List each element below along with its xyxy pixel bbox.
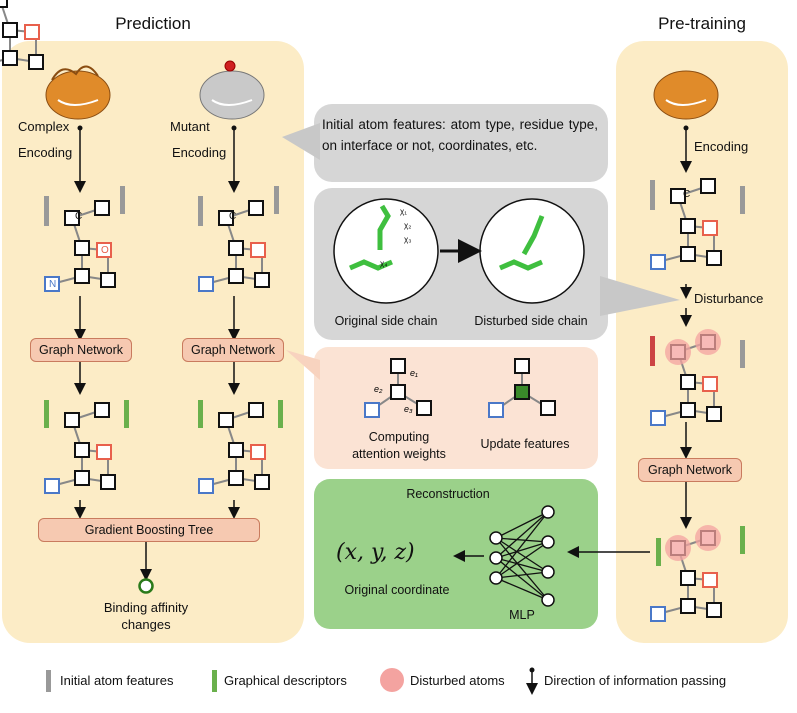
legend-direction-icon xyxy=(529,667,535,673)
encoding-right: Encoding xyxy=(172,145,227,160)
legend-graphical-icon xyxy=(212,670,217,692)
node-n: N xyxy=(49,279,57,290)
node-o: O xyxy=(101,245,109,256)
disturbed-atom-icon xyxy=(665,339,691,365)
complex-label: Complex xyxy=(18,119,70,134)
disturbed-atom-icon xyxy=(665,535,691,561)
initial-feature-bars-icon xyxy=(44,180,745,368)
edge-label: e₂ xyxy=(374,384,383,394)
gbt-box: Gradient Boosting Tree xyxy=(38,518,260,542)
graph-network-pretrain-box: Graph Network xyxy=(638,458,742,482)
callout-wedge-features xyxy=(282,123,320,160)
mutant-label: Mutant xyxy=(170,119,210,134)
output-label-line2: changes xyxy=(121,617,171,632)
callout-wedge-disturbance xyxy=(600,276,680,316)
disturbed-side-chain-icon xyxy=(479,198,585,304)
edge-label: e₃ xyxy=(404,404,413,414)
mlp-label: MLP xyxy=(509,608,535,622)
legend-initial-label: Initial atom features xyxy=(60,673,174,688)
legend-disturbed-label: Disturbed atoms xyxy=(410,673,505,688)
title-prediction: Prediction xyxy=(115,14,191,33)
chi-label: χ₂ xyxy=(404,221,411,230)
disturbed-atom-icon xyxy=(695,525,721,551)
computing-label-line1: Computing xyxy=(368,430,430,444)
graphical-descriptor-bars-icon xyxy=(44,400,745,566)
title-pretraining: Pre-training xyxy=(658,14,746,33)
pretrain-encoding: Encoding xyxy=(694,139,749,154)
legend-initial-icon xyxy=(46,670,51,692)
output-label-line1: Binding affinity xyxy=(103,600,189,615)
mutant-protein-icon xyxy=(199,60,265,120)
chi-label: χ₁ xyxy=(400,207,407,216)
reconstruction-label: Reconstruction xyxy=(406,487,490,501)
molecule-graph-icon xyxy=(0,0,44,70)
original-side-chain-label: Original side chain xyxy=(334,314,438,328)
flow-arrows xyxy=(74,128,692,581)
complex-protein-icon xyxy=(45,65,111,120)
node-c: C xyxy=(683,189,691,200)
legend-disturbed-icon xyxy=(380,668,404,692)
disturbed-side-chain-label: Disturbed side chain xyxy=(474,314,588,328)
computing-label-line2: attention weights xyxy=(352,447,446,461)
legend-graphical-label: Graphical descriptors xyxy=(224,673,347,688)
graph-network-left-box: Graph Network xyxy=(30,338,132,362)
features-box xyxy=(314,104,608,182)
chi-label: χ₃ xyxy=(404,235,411,244)
node-c: C xyxy=(229,211,237,222)
original-coordinate-label: Original coordinate xyxy=(344,583,450,597)
xyz-label: (x, y, z) xyxy=(336,540,415,565)
edge-label: e₁ xyxy=(410,368,418,378)
mlp-network-icon xyxy=(495,511,549,601)
node-c: C xyxy=(75,211,83,222)
disturbance-label: Disturbance xyxy=(694,291,764,306)
output-node-icon xyxy=(138,578,154,594)
pretrain-protein-icon xyxy=(653,70,719,120)
original-side-chain-icon xyxy=(333,198,439,304)
legend-direction-label: Direction of information passing xyxy=(544,673,727,688)
graph-network-right-box: Graph Network xyxy=(182,338,284,362)
callout-wedge-attention xyxy=(286,350,320,380)
chi-label: χ₄ xyxy=(380,259,387,268)
features-text: Initial atom features: atom type, residu… xyxy=(322,117,598,153)
disturbed-atom-icon xyxy=(695,329,721,355)
encoding-left: Encoding xyxy=(18,145,73,160)
update-features-label: Update features xyxy=(480,437,570,451)
